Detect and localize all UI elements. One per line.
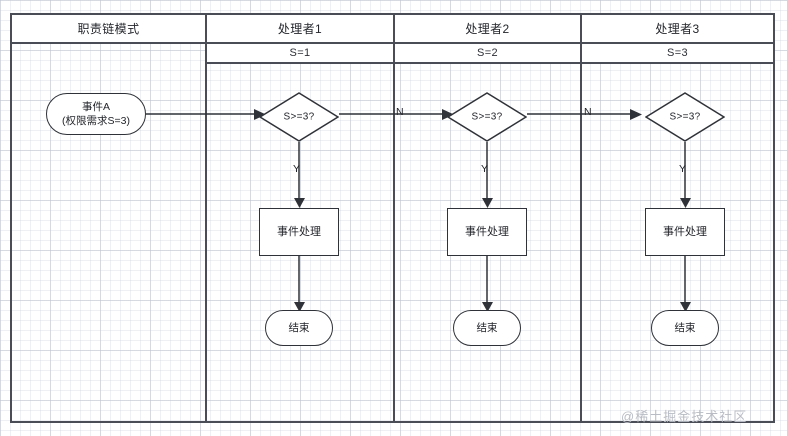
- end-node-2[interactable]: 结束: [453, 310, 521, 346]
- edge-label-yes-2: Y: [481, 163, 489, 175]
- decision-node-3[interactable]: S>=3?: [645, 92, 725, 142]
- lane-header-handler-2: 处理者2: [395, 15, 580, 42]
- process-node-label: 事件处理: [465, 225, 509, 238]
- start-node-event-a[interactable]: 事件A (权限需求S=3): [46, 93, 146, 135]
- decision-node-label: S>=3?: [471, 111, 503, 123]
- lane-header-pattern: 职责链模式: [12, 15, 205, 42]
- lane-sub-rule-3: [580, 62, 775, 64]
- decision-node-2[interactable]: S>=3?: [447, 92, 527, 142]
- end-node-3[interactable]: 结束: [651, 310, 719, 346]
- end-node-label: 结束: [288, 321, 310, 334]
- edge-label-yes-3: Y: [679, 163, 687, 175]
- lane-header-label: 职责链模式: [77, 22, 140, 36]
- start-node-line2: (权限需求S=3): [62, 115, 130, 127]
- lane-sub-handler-3: S=3: [582, 44, 773, 62]
- end-node-1[interactable]: 结束: [265, 310, 333, 346]
- edge-label-no-2: N: [584, 106, 592, 118]
- edge-label-yes-1: Y: [293, 163, 301, 175]
- lane-sub-rule-2: [393, 62, 580, 64]
- edge-label-no-1: N: [396, 106, 404, 118]
- lane-divider-1: [393, 13, 395, 423]
- lane-divider-2: [580, 13, 582, 423]
- decision-node-1[interactable]: S>=3?: [259, 92, 339, 142]
- lane-sub-handler-1: S=1: [207, 44, 393, 62]
- lane-header-handler-1: 处理者1: [207, 15, 393, 42]
- lane-header-handler-3: 处理者3: [582, 15, 773, 42]
- swimlane-frame: [10, 13, 775, 423]
- decision-node-label: S>=3?: [669, 111, 701, 123]
- lane-header-rule: [10, 42, 775, 44]
- lane-header-label: 处理者1: [277, 22, 323, 36]
- lane-header-label: 处理者2: [465, 22, 510, 36]
- decision-node-label: S>=3?: [283, 111, 315, 123]
- end-node-label: 结束: [674, 321, 696, 334]
- lane-header-label: 处理者3: [655, 22, 700, 36]
- process-node-3[interactable]: 事件处理: [645, 208, 725, 256]
- lane-sub-label: S=3: [666, 47, 689, 59]
- watermark: @稀土掘金技术社区: [621, 409, 748, 424]
- lane-sub-rule-1: [205, 62, 393, 64]
- lane-sub-label: S=1: [289, 47, 311, 59]
- lane-divider-0: [205, 13, 207, 423]
- start-node-line1: 事件A: [81, 100, 110, 113]
- process-node-label: 事件处理: [663, 225, 707, 238]
- end-node-label: 结束: [476, 321, 498, 334]
- process-node-1[interactable]: 事件处理: [259, 208, 339, 256]
- process-node-label: 事件处理: [277, 225, 321, 238]
- process-node-2[interactable]: 事件处理: [447, 208, 527, 256]
- lane-sub-handler-2: S=2: [395, 44, 580, 62]
- lane-sub-label: S=2: [476, 47, 499, 59]
